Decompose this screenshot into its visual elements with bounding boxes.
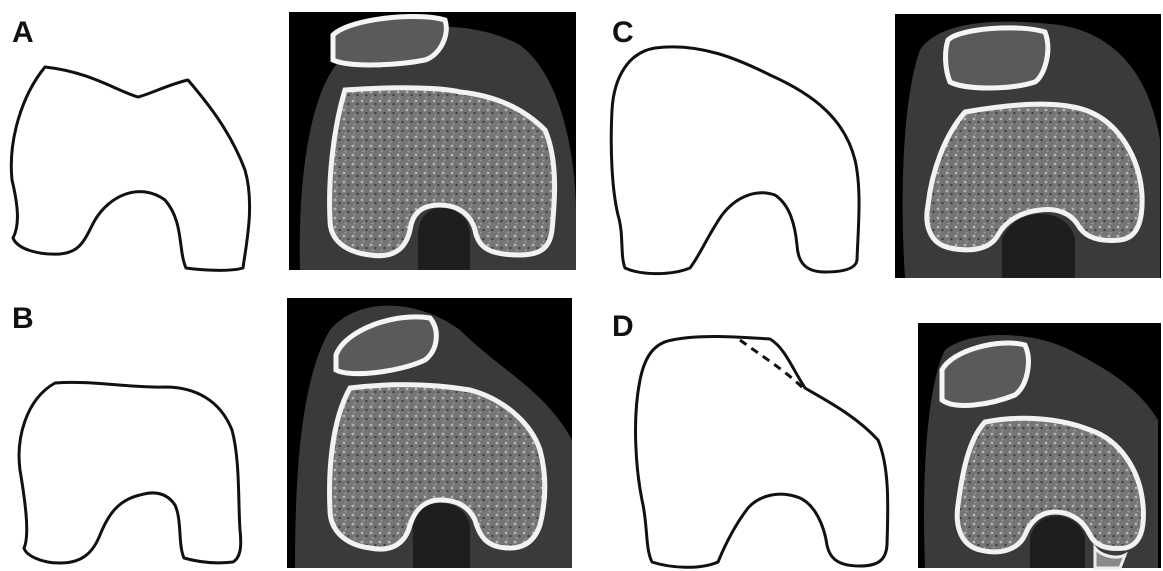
ct-image-a bbox=[289, 12, 576, 270]
ct-image-d bbox=[918, 323, 1161, 568]
trochlea-outline-c bbox=[611, 47, 859, 274]
ct-image-c bbox=[895, 14, 1161, 278]
ct-image-b bbox=[287, 298, 572, 568]
trochlea-outline-b bbox=[19, 382, 241, 563]
trochlea-outline-d bbox=[636, 336, 888, 567]
trochlea-outline-a bbox=[11, 67, 249, 270]
